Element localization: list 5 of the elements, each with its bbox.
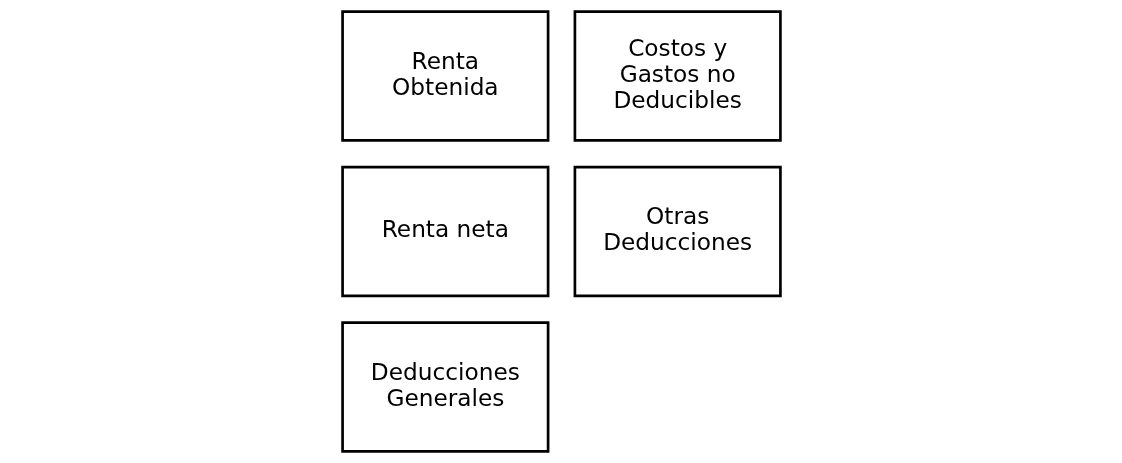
- node-box: Renta neta: [340, 165, 549, 298]
- node-box: Otras Deducciones: [573, 165, 782, 298]
- node-box: Costos y Gastos no Deducibles: [573, 10, 782, 142]
- node-box: Deducciones Generales: [340, 321, 549, 453]
- node-box: Renta Obtenida: [340, 10, 549, 142]
